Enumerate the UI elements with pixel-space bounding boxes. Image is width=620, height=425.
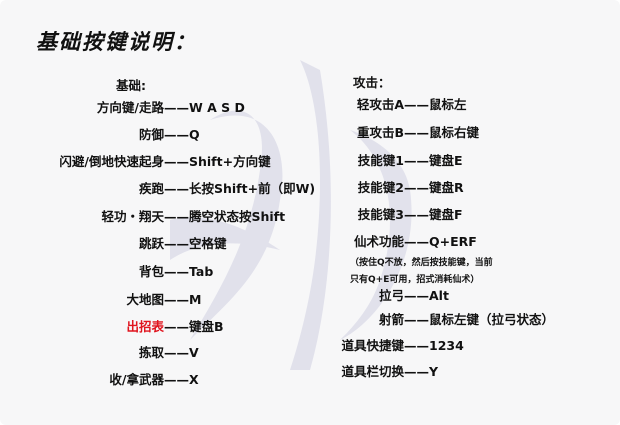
key-action-label: 轻功・翔天: [101, 209, 164, 224]
key-binding-value: ——鼠标右键: [404, 125, 480, 140]
key-action-label: 技能键1: [357, 153, 404, 168]
key-action-label: 收/拿武器: [109, 372, 164, 387]
key-binding-value: ——键盘E: [404, 153, 463, 168]
key-action-label: 仙术功能: [353, 234, 404, 249]
key-binding-value: ——长按Shift+前（即W): [164, 181, 316, 196]
key-action-label: 轻攻击A: [356, 97, 404, 112]
key-action-label: 大地图: [126, 292, 164, 307]
key-binding-value: ——Tab: [164, 264, 214, 279]
note-line-1: （按住Q不放，然后按技能键，当前: [350, 258, 493, 268]
key-binding-value: ——Q: [164, 127, 200, 142]
key-binding-value: ——鼠标左: [404, 97, 467, 112]
key-binding-value: ——V: [164, 345, 199, 360]
key-binding-value: ——Y: [404, 364, 439, 379]
note-line-2: 只有Q+E可用，招式消耗仙术）: [350, 275, 480, 285]
key-action-label: 重攻击B: [356, 125, 404, 140]
key-action-label: 射箭: [378, 312, 404, 327]
calligraphy-watermark: [170, 60, 412, 370]
key-action-label: 闪避/倒地快速起身: [59, 154, 164, 169]
key-action-label: 防御: [138, 127, 164, 142]
page-title: 基础按键说明：: [36, 29, 197, 54]
key-binding-value: ——1234: [404, 338, 464, 353]
key-binding-value: ——Shift+方向键: [164, 154, 271, 169]
key-binding-value: ——M: [164, 292, 202, 307]
key-binding-value: ——X: [164, 372, 199, 387]
key-binding-value: ——键盘B: [164, 319, 224, 334]
key-action-label: 疾跑: [138, 181, 164, 196]
key-action-label: 拉弓: [378, 288, 404, 303]
key-action-label: 拣取: [138, 345, 164, 360]
key-action-label: 方向键/走路: [96, 100, 164, 115]
key-action-label: 技能键2: [357, 180, 404, 195]
key-binding-value: ——Q+ERF: [404, 234, 477, 249]
key-action-label: 道具快捷键: [341, 338, 404, 353]
key-binding-value: ——键盘F: [404, 207, 463, 222]
key-action-label: 道具栏切换: [341, 364, 404, 379]
key-binding-value: ——空格键: [164, 236, 227, 251]
key-action-label: 出招表: [126, 319, 164, 334]
key-binding-value: ——Alt: [404, 288, 449, 303]
key-action-label: 技能键3: [357, 207, 404, 222]
basic-header: 基础:: [116, 78, 146, 93]
key-binding-value: ——W A S D: [164, 100, 245, 115]
attack-header: 攻击：: [353, 75, 391, 90]
key-binding-value: ——腾空状态按Shift: [164, 209, 286, 224]
key-binding-value: ——键盘R: [404, 180, 464, 195]
key-action-label: 跳跃: [138, 236, 164, 251]
key-binding-value: ——鼠标左键（拉弓状态）: [404, 312, 555, 327]
key-action-label: 背包: [138, 264, 164, 279]
